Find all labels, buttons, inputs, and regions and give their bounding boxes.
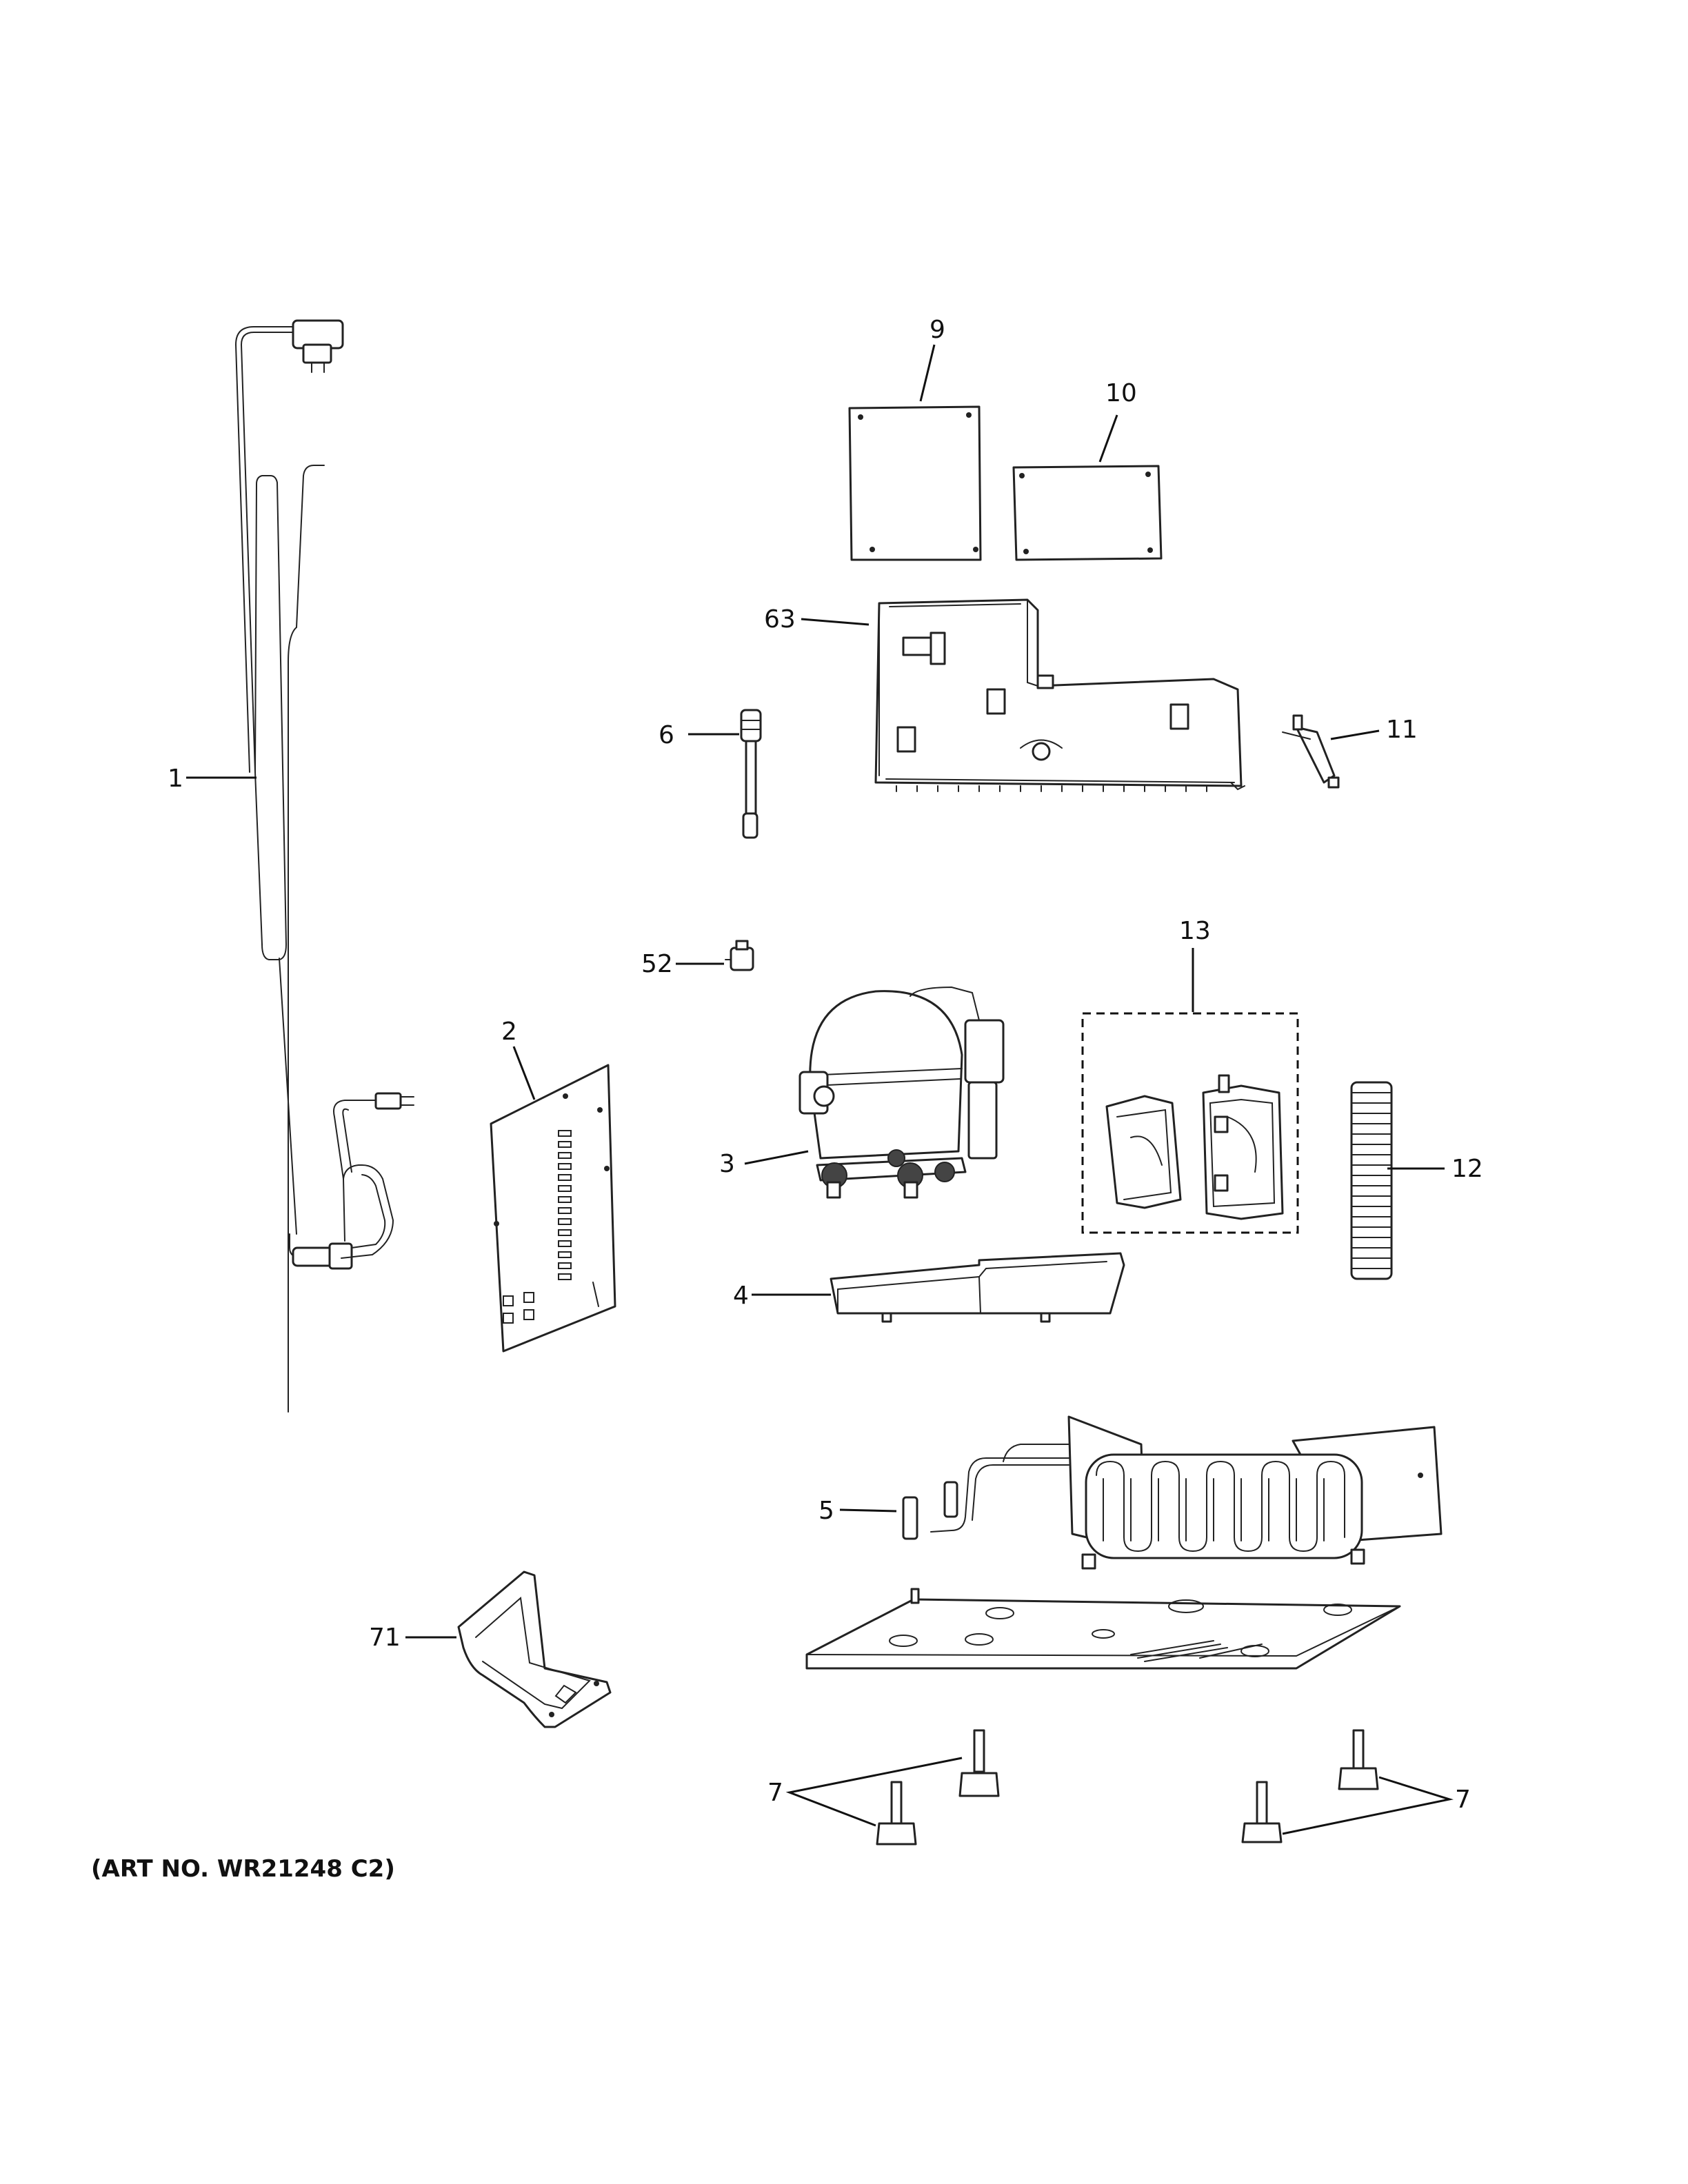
- back-cover-panel-part[interactable]: [490, 1064, 616, 1353]
- callout-3: 3: [719, 1150, 735, 1178]
- base-plate-part[interactable]: [805, 1588, 1401, 1670]
- callout-9: 9: [930, 316, 945, 344]
- power-cord-part[interactable]: [234, 319, 414, 1413]
- callout-13: 13: [1179, 917, 1211, 945]
- callout-6: 6: [659, 721, 674, 749]
- callout-63: 63: [764, 605, 796, 634]
- callout-10: 10: [1105, 379, 1137, 407]
- callout-71: 71: [369, 1624, 401, 1652]
- bracket-part[interactable]: [457, 1570, 612, 1728]
- art-number: (ART NO. WR21248 C2): [91, 1855, 395, 1883]
- drain-pan-part[interactable]: [830, 1252, 1125, 1323]
- callout-2: 2: [501, 1018, 517, 1046]
- relay-overload-part[interactable]: [725, 940, 754, 971]
- control-board-part[interactable]: [1012, 465, 1163, 561]
- callout-7-right: 7: [1455, 1786, 1471, 1814]
- compressor-part[interactable]: [798, 986, 1005, 1199]
- callout-12: 12: [1451, 1155, 1483, 1183]
- callout-52: 52: [641, 950, 673, 978]
- tube-part[interactable]: [740, 709, 762, 839]
- callout-5: 5: [818, 1497, 834, 1525]
- callout-7-left: 7: [767, 1779, 783, 1807]
- callout-1: 1: [168, 765, 183, 793]
- drain-hose-part[interactable]: [1350, 1081, 1393, 1280]
- control-board-cover-part[interactable]: [848, 405, 982, 561]
- leveling-leg-part[interactable]: [876, 1729, 1379, 1846]
- fan-assembly-part[interactable]: [1081, 1012, 1299, 1234]
- valve-part[interactable]: [1282, 714, 1340, 789]
- control-board-housing-part[interactable]: [874, 598, 1245, 792]
- callout-4: 4: [733, 1282, 749, 1310]
- callout-labels: 1 2 3 4 5 6 7 7 9 10 11 12 13 52 63 71: [168, 316, 1483, 1814]
- leader-lines: [186, 344, 1454, 1835]
- condenser-part[interactable]: [902, 1415, 1443, 1570]
- callout-11: 11: [1386, 716, 1418, 744]
